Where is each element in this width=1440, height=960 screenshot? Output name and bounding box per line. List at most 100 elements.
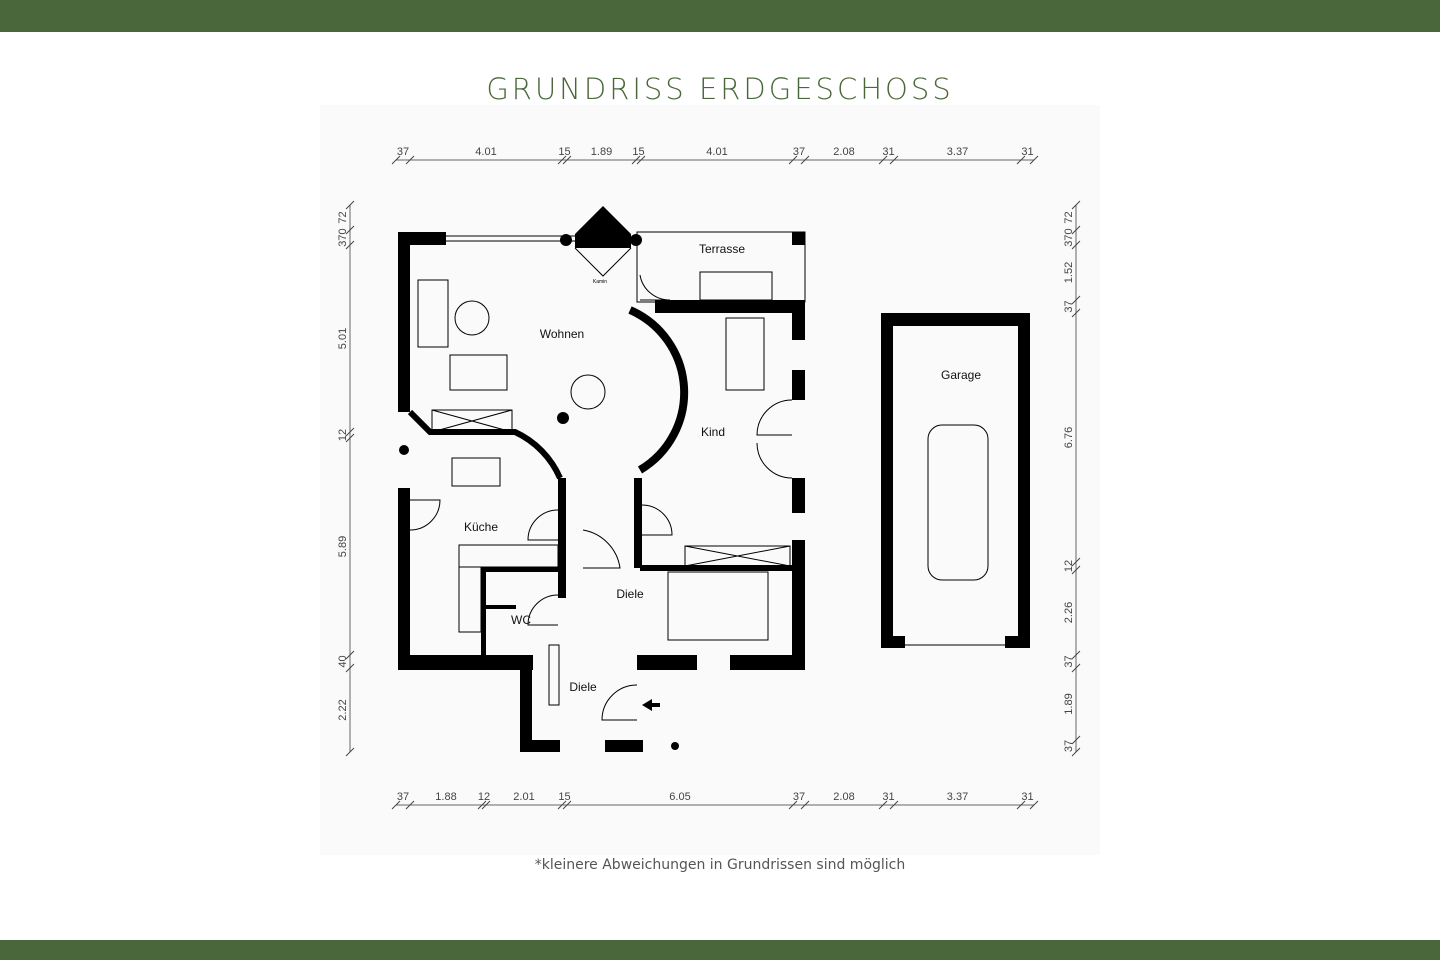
dimension-tick bbox=[1029, 800, 1039, 810]
dimension-label-right: 72 bbox=[1063, 211, 1075, 223]
room-label-diele-upper: Diele bbox=[616, 587, 644, 601]
page-title: GRUNDRISS ERDGESCHOSS bbox=[486, 72, 954, 106]
dimension-tick bbox=[1016, 800, 1026, 810]
dimension-tick bbox=[345, 433, 355, 443]
dimension-label-left: 370 bbox=[337, 228, 349, 246]
dimension-tick bbox=[1071, 240, 1081, 250]
dimension-tick bbox=[562, 800, 572, 810]
dimension-label-bottom: 3.37 bbox=[947, 791, 968, 803]
dimension-tick bbox=[405, 155, 415, 165]
bottom-banner bbox=[0, 940, 1440, 960]
dimension-label-bottom: 2.08 bbox=[833, 791, 854, 803]
dimension-tick bbox=[1071, 650, 1081, 660]
dimension-tick bbox=[562, 155, 572, 165]
dimension-tick bbox=[345, 663, 355, 673]
dimension-label-bottom: 31 bbox=[882, 791, 894, 803]
dimension-tick bbox=[1071, 663, 1081, 673]
dimension-label-bottom: 31 bbox=[1021, 791, 1033, 803]
room-label-kind: Kind bbox=[701, 425, 725, 439]
dimension-tick bbox=[878, 155, 888, 165]
dimension-tick bbox=[345, 427, 355, 437]
room-label-wc: WC bbox=[511, 613, 531, 627]
dimension-label-top: 37 bbox=[397, 146, 409, 158]
dimension-label-right: 370 bbox=[1063, 228, 1075, 246]
dimension-label-bottom: 37 bbox=[793, 791, 805, 803]
dimension-tick bbox=[477, 800, 487, 810]
dimension-label-top: 1.89 bbox=[591, 146, 612, 158]
dimension-label-right: 6.76 bbox=[1063, 427, 1075, 448]
dimension-tick bbox=[345, 240, 355, 250]
dimension-tick bbox=[800, 800, 810, 810]
room-label-diele-lower: Diele bbox=[569, 680, 597, 694]
thin-lines bbox=[407, 231, 1005, 721]
dimension-label-top: 15 bbox=[558, 146, 570, 158]
dimension-label-right: 1.89 bbox=[1063, 693, 1075, 714]
dimension-label-right: 37 bbox=[1063, 655, 1075, 667]
dimension-tick bbox=[636, 155, 646, 165]
dimension-tick bbox=[481, 800, 491, 810]
dimension-lines: 37 4.01 15 1.89 15 4.01 37 2.08 31 3.37 31 37 1.88 12… bbox=[337, 146, 1081, 810]
dimension-label-bottom: 15 bbox=[558, 791, 570, 803]
dimension-label-top: 4.01 bbox=[706, 146, 727, 158]
dimension-label-bottom: 2.01 bbox=[513, 791, 534, 803]
dimension-tick bbox=[631, 155, 641, 165]
dimension-tick bbox=[889, 800, 899, 810]
dimension-tick bbox=[345, 225, 355, 235]
dimension-tick bbox=[557, 155, 567, 165]
dimension-tick bbox=[788, 155, 798, 165]
room-label-terrasse: Terrasse bbox=[699, 242, 745, 256]
dimension-label-left: 40 bbox=[337, 655, 349, 667]
dimension-tick bbox=[1071, 557, 1081, 567]
top-banner bbox=[0, 0, 1440, 32]
dimension-label-bottom: 6.05 bbox=[669, 791, 690, 803]
dimension-tick bbox=[878, 800, 888, 810]
room-label-kueche: Küche bbox=[464, 520, 498, 534]
dimension-tick bbox=[345, 650, 355, 660]
dimension-label-top: 3.37 bbox=[947, 146, 968, 158]
dimension-label-left: 12 bbox=[337, 429, 349, 441]
dimension-tick bbox=[1016, 155, 1026, 165]
entrance-arrow-icon bbox=[642, 699, 660, 711]
dimension-label-right: 1.52 bbox=[1063, 262, 1075, 283]
dimension-label-top: 31 bbox=[882, 146, 894, 158]
dimension-tick bbox=[1071, 308, 1081, 318]
dimension-label-right: 2.26 bbox=[1063, 602, 1075, 623]
plan-background bbox=[320, 105, 1100, 855]
dimension-tick bbox=[405, 800, 415, 810]
dimension-label-top: 37 bbox=[793, 146, 805, 158]
dimension-label-left: 72 bbox=[337, 211, 349, 223]
dimension-tick bbox=[1071, 747, 1081, 757]
dimension-label-top: 31 bbox=[1021, 146, 1033, 158]
dimension-label-bottom: 37 bbox=[397, 791, 409, 803]
dimension-label-left: 2.22 bbox=[337, 699, 349, 720]
kamin-label: Kamin bbox=[593, 279, 607, 285]
dimension-tick bbox=[345, 200, 355, 210]
dimension-tick bbox=[1071, 200, 1081, 210]
walls bbox=[398, 206, 805, 752]
dimension-label-right: 12 bbox=[1063, 560, 1075, 572]
dimension-label-left: 5.01 bbox=[337, 328, 349, 349]
dimension-label-top: 2.08 bbox=[833, 146, 854, 158]
footnote: *kleinere Abweichungen in Grundrissen si… bbox=[534, 857, 906, 873]
dimension-label-left: 5.89 bbox=[337, 536, 349, 557]
dimension-label-bottom: 12 bbox=[478, 791, 490, 803]
dimension-label-top: 4.01 bbox=[475, 146, 496, 158]
dimension-tick bbox=[557, 800, 567, 810]
dimension-tick bbox=[788, 800, 798, 810]
dimension-label-right: 37 bbox=[1063, 300, 1075, 312]
dimension-tick bbox=[1029, 155, 1039, 165]
dimension-tick bbox=[1071, 225, 1081, 235]
dimension-tick bbox=[1071, 735, 1081, 745]
dimension-tick bbox=[1071, 565, 1081, 575]
room-label-garage: Garage bbox=[941, 368, 981, 382]
dimension-label-bottom: 1.88 bbox=[435, 791, 456, 803]
room-label-wohnen: Wohnen bbox=[540, 327, 584, 341]
dimension-tick bbox=[800, 155, 810, 165]
dimension-tick bbox=[345, 747, 355, 757]
dimension-tick bbox=[391, 800, 401, 810]
dimension-tick bbox=[1071, 295, 1081, 305]
dimension-label-top: 15 bbox=[632, 146, 644, 158]
dimension-tick bbox=[889, 155, 899, 165]
dimension-tick bbox=[391, 155, 401, 165]
